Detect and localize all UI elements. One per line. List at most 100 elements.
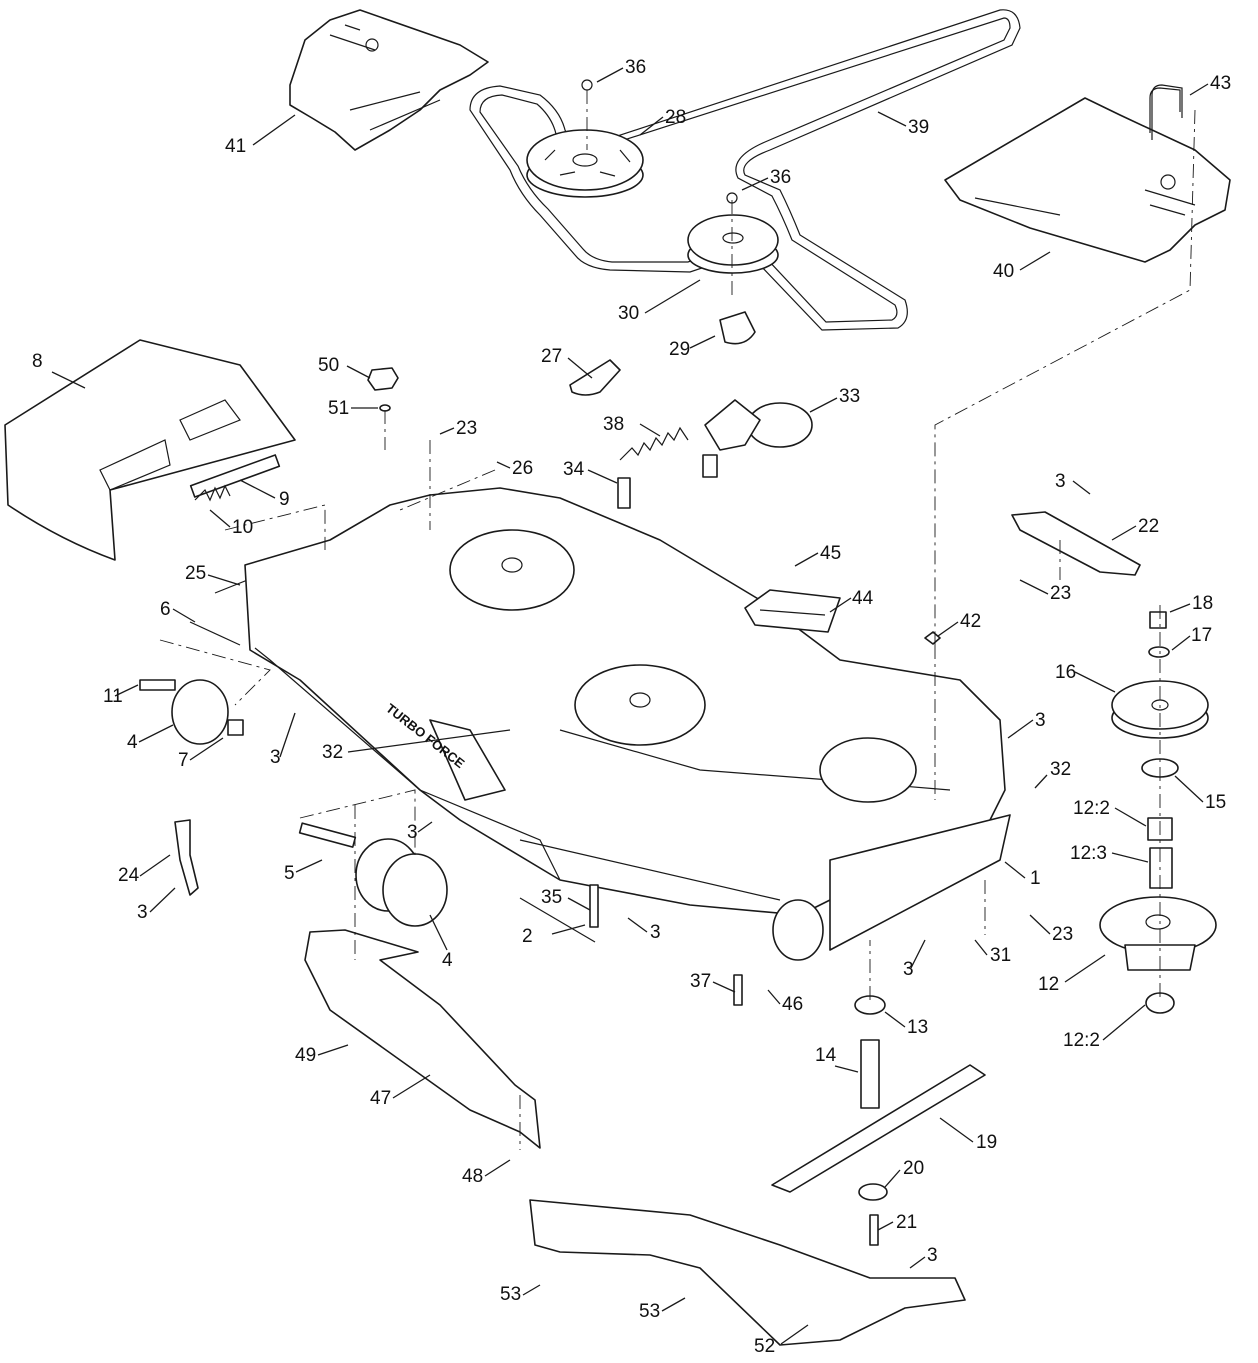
leader-line	[1102, 1004, 1146, 1041]
leader-line	[496, 461, 511, 469]
leader-line	[114, 684, 139, 697]
leader-line	[661, 1297, 686, 1312]
callout-labels: 1 2 3 3 3 3 3 3 3 3 4 4 5 6 7 8 9 10 11 …	[32, 57, 1231, 1357]
callout-9: 9	[279, 489, 290, 510]
callout-28: 28	[665, 107, 686, 128]
callout-12-2: 12:2	[1073, 798, 1110, 819]
callout-17: 17	[1191, 625, 1212, 646]
callout-25: 25	[185, 563, 206, 584]
leader-line	[794, 552, 819, 567]
leader-line	[1064, 954, 1106, 983]
leader-line	[1029, 914, 1051, 935]
assembly-lines	[159, 90, 1196, 1150]
callout-52: 52	[754, 1336, 775, 1357]
leader-line	[937, 621, 959, 637]
leader-line	[1174, 775, 1204, 803]
callout-3: 3	[1055, 471, 1066, 492]
leader-line	[1171, 635, 1191, 651]
callout-33: 33	[839, 386, 860, 407]
leader-line	[939, 1117, 974, 1143]
callout-3: 3	[650, 922, 661, 943]
leader-line	[51, 371, 86, 389]
callout-23: 23	[1052, 924, 1073, 945]
leader-line	[1111, 525, 1137, 541]
leader-line	[627, 917, 648, 933]
callout-48: 48	[462, 1166, 483, 1187]
drive-belt	[469, 9, 1021, 331]
leader-line	[138, 724, 174, 743]
leader-line	[689, 335, 716, 349]
leader-lines	[51, 67, 1209, 1345]
callout-12: 12	[1038, 974, 1059, 995]
callout-41: 41	[225, 136, 246, 157]
leader-line	[567, 897, 591, 911]
leader-line	[1189, 83, 1209, 96]
callout-21: 21	[896, 1212, 917, 1233]
callout-23: 23	[456, 418, 477, 439]
leader-line	[1007, 719, 1034, 739]
callout-51: 51	[328, 398, 349, 419]
leader-line	[1114, 807, 1147, 827]
callout-22: 22	[1138, 516, 1159, 537]
parts-artwork	[4, 9, 1231, 1346]
leader-line	[1019, 251, 1051, 271]
belt-cover-right	[944, 87, 1231, 263]
pulley-large	[526, 79, 644, 198]
callout-7: 7	[178, 750, 189, 771]
callout-35: 35	[541, 887, 562, 908]
leader-line	[1111, 852, 1149, 863]
leader-line	[1004, 861, 1026, 879]
wheel-axle	[139, 679, 176, 691]
callout-43: 43	[1210, 73, 1231, 94]
leader-line	[712, 981, 736, 993]
discharge-deflector	[4, 339, 296, 561]
leader-line	[279, 712, 296, 758]
pin	[617, 477, 631, 509]
callout-34: 34	[563, 459, 585, 480]
bolt-35	[589, 884, 599, 928]
callout-53: 53	[639, 1301, 660, 1322]
belt-cover-left	[289, 9, 489, 151]
callout-2: 2	[522, 926, 533, 947]
leader-line	[1072, 480, 1091, 495]
callout-1: 1	[1030, 868, 1041, 889]
callout-6: 6	[160, 599, 171, 620]
leader-line	[207, 574, 241, 586]
leader-line	[877, 111, 907, 127]
callout-26: 26	[512, 458, 533, 479]
bracket-22	[1011, 511, 1141, 576]
leader-line	[139, 854, 171, 877]
leader-line	[834, 1065, 859, 1073]
leader-line	[741, 177, 769, 191]
leader-line	[809, 397, 838, 413]
callout-4: 4	[442, 950, 453, 971]
wheel-axle-5	[298, 822, 357, 848]
bolt-long-6	[189, 621, 241, 646]
wheel-bushing	[227, 719, 244, 736]
callout-3: 3	[270, 747, 281, 768]
callout-12-3: 12:3	[1070, 843, 1107, 864]
leader-line	[346, 365, 371, 379]
idler-arm-assembly	[702, 399, 813, 478]
leader-line	[1169, 603, 1191, 613]
callout-19: 19	[976, 1132, 997, 1153]
callout-3: 3	[407, 822, 418, 843]
leader-line	[429, 914, 448, 951]
anti-scalp-wheels	[171, 679, 824, 961]
callout-8: 8	[32, 351, 43, 372]
leader-line	[767, 989, 781, 1005]
callout-4: 4	[127, 732, 138, 753]
leader-line	[172, 608, 196, 623]
callout-38: 38	[603, 414, 624, 435]
idler-arm-plate	[569, 359, 621, 396]
leader-line	[239, 479, 276, 499]
leader-line	[295, 859, 323, 873]
leader-line	[829, 597, 852, 613]
leader-line	[639, 116, 664, 136]
leader-line	[209, 509, 231, 528]
leader-line	[596, 67, 624, 83]
callout-42: 42	[960, 611, 981, 632]
callout-23: 23	[1050, 583, 1071, 604]
bracket-24	[174, 819, 199, 896]
